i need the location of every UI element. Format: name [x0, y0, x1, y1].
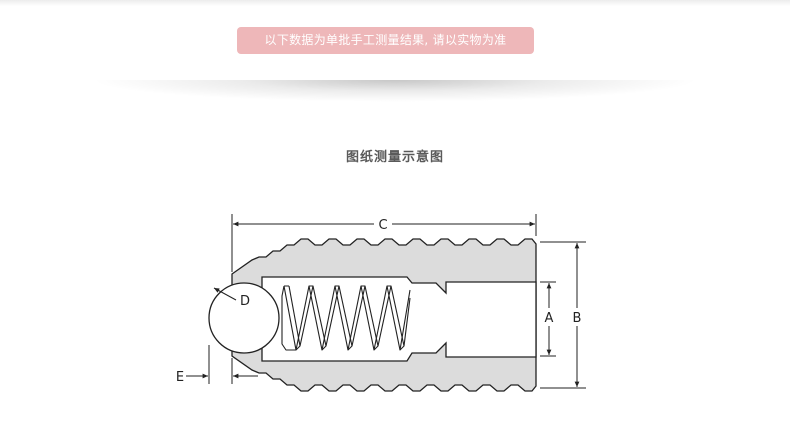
section-divider-shadow — [90, 80, 700, 102]
spring — [281, 285, 411, 351]
label-d: D — [240, 294, 250, 309]
label-a: A — [545, 311, 554, 326]
dimension-e — [186, 345, 258, 384]
dimension-b — [540, 241, 586, 389]
label-e: E — [176, 370, 184, 385]
ball — [208, 282, 280, 354]
dimension-d — [213, 287, 237, 301]
label-b: B — [573, 311, 582, 326]
measurement-notice-banner: 以下数据为单批手工测量结果, 请以实物为准 — [237, 27, 534, 54]
inner-bore — [261, 276, 537, 362]
label-c: C — [378, 218, 387, 233]
top-shadow — [0, 0, 790, 6]
notice-text: 以下数据为单批手工测量结果, 请以实物为准 — [264, 33, 507, 47]
section-title: 图纸测量示意图 — [345, 150, 444, 165]
dimension-c — [231, 214, 537, 272]
dimension-a — [540, 281, 556, 357]
